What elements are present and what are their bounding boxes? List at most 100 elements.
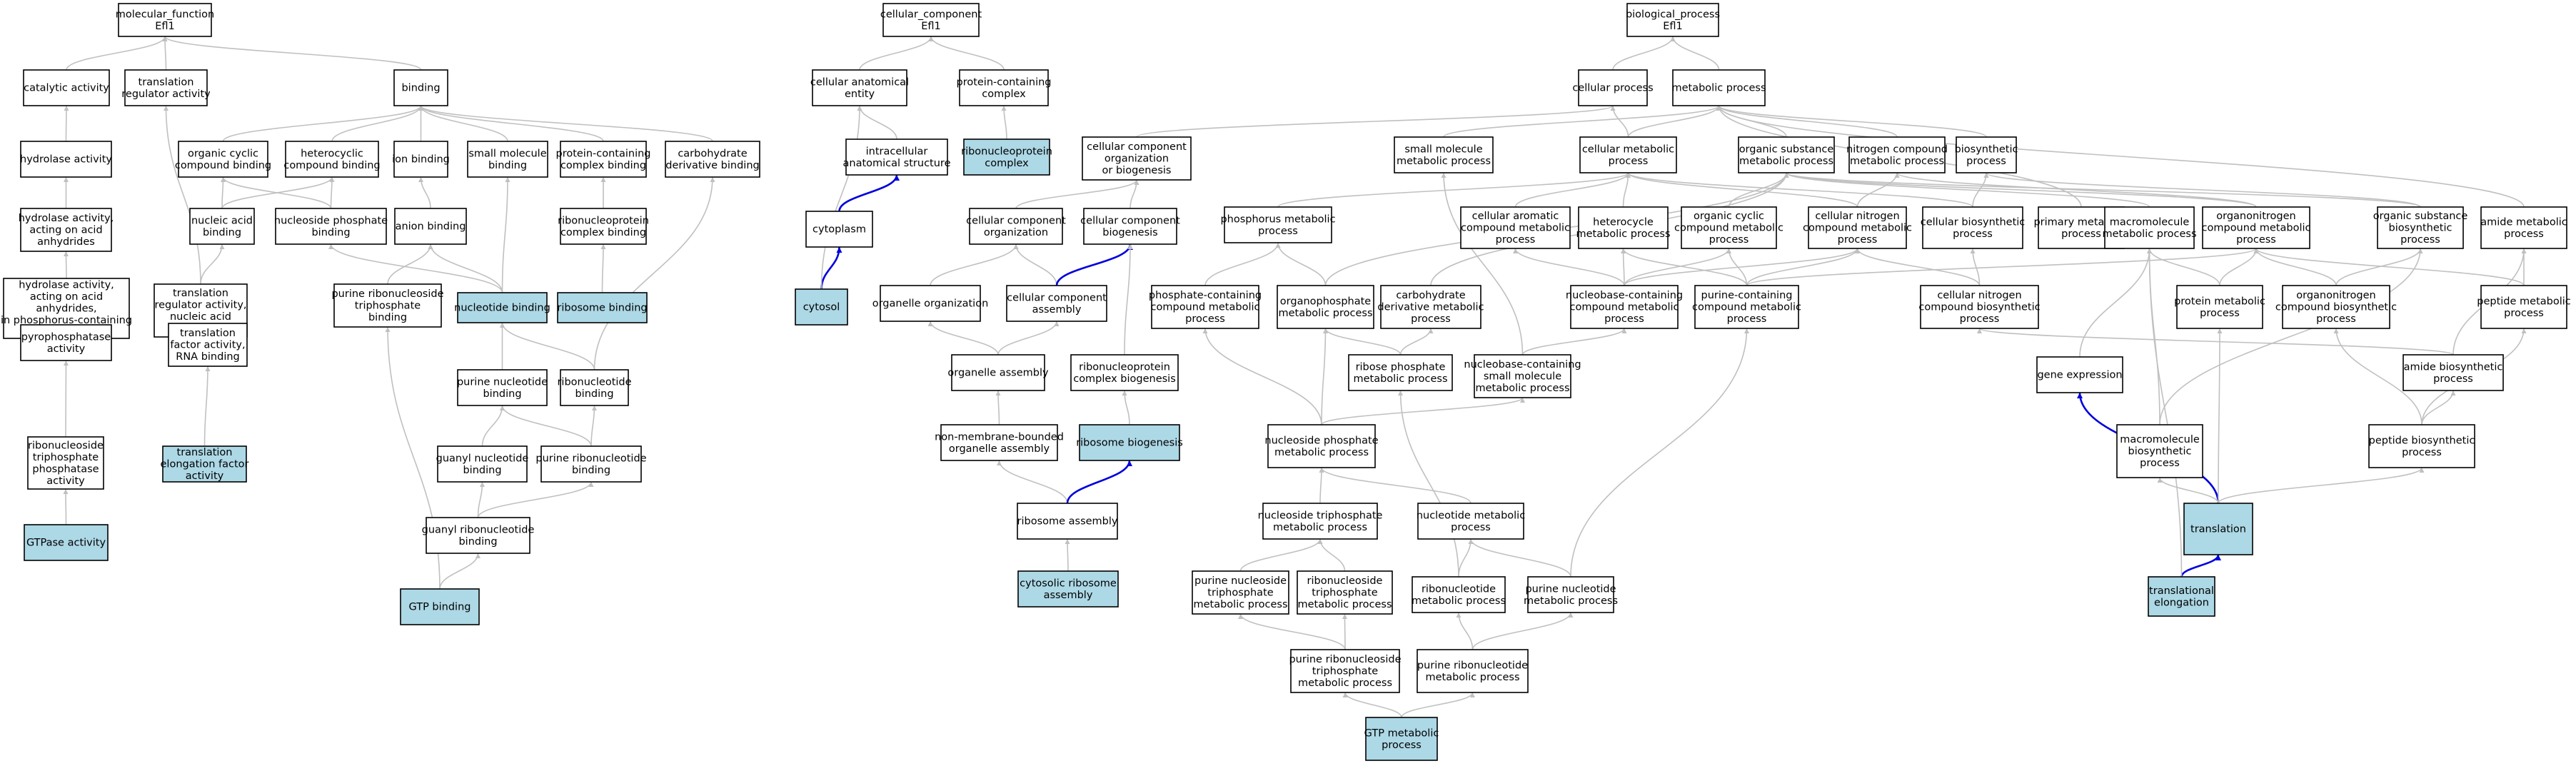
node-label: binding <box>401 83 440 94</box>
node-box <box>2480 206 2567 249</box>
edge-ribonucleotide-to-carb_deriv <box>593 176 715 371</box>
edge-macromol_met-to-org_sub_met <box>1783 172 2150 208</box>
edge-hetero_bind-to-binding <box>331 105 423 142</box>
node-box <box>1417 649 1529 693</box>
node-box <box>812 69 907 106</box>
edge-rnp_biogen-to-cc_biogen <box>1124 243 1133 356</box>
node-binding: binding <box>393 69 448 106</box>
edge-guanyl_rnt-to-guanyl_nt <box>477 481 485 518</box>
edge-pur_nstp_met-to-nstp_met <box>1239 538 1323 572</box>
node-label: anion binding <box>396 221 466 233</box>
node-box <box>1579 136 1677 173</box>
node-box <box>1006 285 1107 322</box>
edge-cyto_ribo_asm-to-ribo_asm <box>1065 538 1070 572</box>
edge-nucleotide-to-anion <box>428 243 503 293</box>
node-box <box>1267 424 1376 468</box>
node-box <box>1079 424 1180 461</box>
edge-intracell-to-cell_anat <box>857 105 897 140</box>
node-organelle_asm: organelle assembly <box>947 354 1049 391</box>
edge-cell_n_met-to-cell_met <box>1626 172 1858 208</box>
edge-peptide_bios-to-orgn_bios <box>2333 328 2422 425</box>
node-box <box>168 323 248 367</box>
node-box <box>1527 576 1614 613</box>
edge-cc_biogen-to-ccob <box>1129 179 1139 209</box>
edge-metab_proc-to-bp_root <box>1670 36 1720 71</box>
edge-orgn_bios-to-orgn_met <box>2253 248 2337 286</box>
node-box <box>118 3 212 37</box>
node-box <box>20 324 112 361</box>
edge-orgn_met-to-org_sub_met <box>1783 172 2257 208</box>
node-box <box>162 445 247 483</box>
edge-phos_cont-to-phos_met <box>1204 242 1281 286</box>
edge-nsp_met-to-phos_cont <box>1202 328 1322 425</box>
edge-nb_small_mol-to-nb_cont_met <box>1521 328 1627 356</box>
edge-small_mol_met-to-metab_proc <box>1443 105 1721 138</box>
edge-pur_cont_met-to-hetero_met <box>1621 248 1748 286</box>
edge-org_sub_bios-to-biosynth <box>1983 172 2421 208</box>
node-box <box>124 69 208 106</box>
edge-peptide_bios-to-amide_bios <box>2421 390 2456 425</box>
node-box <box>805 211 873 248</box>
edge-ribo_asm-to-nonmem_asm <box>997 460 1068 504</box>
node-box <box>20 141 112 178</box>
edge-nb_cont_met-to-cell_n_met <box>1624 248 1860 286</box>
node-box <box>2202 206 2310 249</box>
node-box <box>426 517 530 554</box>
edge-pur_nt_met-to-nt_met <box>1468 538 1571 578</box>
node-box <box>1151 285 1259 329</box>
node-box <box>1348 354 1453 391</box>
node-box <box>20 208 112 252</box>
node-gtp_bind: GTP binding <box>400 588 480 625</box>
edge-catalytic-to-mf_root <box>66 36 168 71</box>
edge-nucleotide-to-small_mol <box>501 176 510 293</box>
node-box <box>560 369 629 406</box>
edge-trans_reg-to-mf_root <box>162 36 168 71</box>
edge-prot_cont-to-cc_root <box>928 36 1005 71</box>
node-box <box>845 138 948 176</box>
edge-ribo_biogen-to-rnp_biogen <box>1122 390 1130 425</box>
node-box <box>1224 206 1332 243</box>
node-box <box>1070 354 1179 391</box>
node-label: GTP binding <box>409 602 471 613</box>
edge-amide_bios-to-cell_n_bios <box>1977 328 2454 356</box>
node-box <box>1083 208 1177 245</box>
edge-cell_arom-to-cell_met <box>1514 172 1631 208</box>
edge-ribose_phos-to-carb_der_met <box>1399 328 1434 356</box>
edge-cell_n_bios-to-cell_n_met <box>1855 248 1981 286</box>
node-box <box>1412 576 1506 613</box>
node-ribosome_bind: ribosome binding <box>557 292 648 323</box>
